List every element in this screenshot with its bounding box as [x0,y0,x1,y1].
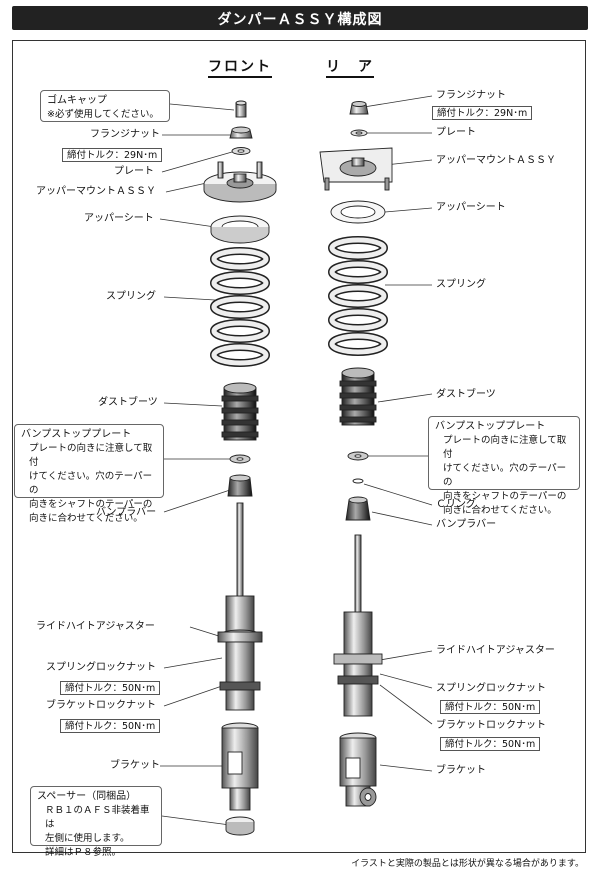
rear-note-bump-stop-plate: バンプストッププレート プレートの向きに注意して取付 けてください。穴のテーパー… [428,416,580,516]
note-body: ＲＢ１のＡＦＳ非装着車は 左側に使用します。 詳細はＰ８参照。 [45,805,150,858]
rear-spring-lock-torque: 締付トルク：50N･m [440,700,541,714]
rear-dust-boots-label: ダストブーツ [436,389,496,400]
note-body: ※必ず使用してください。 [47,109,159,120]
front-upper-seat-label: アッパーシート [84,213,154,224]
rear-bracket-label: ブラケット [436,765,486,776]
front-note-rubber-cap: ゴムキャップ ※必ず使用してください。 [40,90,170,122]
rear-plate-label: プレート [436,127,476,138]
front-bracket-lock-nut-label: ブラケットロックナット [46,700,156,711]
rear-flange-nut-label: フランジナット [436,90,506,101]
front-flange-torque: 締付トルク：29N･m [62,148,163,162]
rear-bump-rubber-label: バンプラバー [436,519,497,530]
note-body: プレートの向きに注意して取付 けてください。穴のテーパーの 向きをシャフトのテー… [443,435,567,516]
front-bracket-lock-torque: 締付トルク：50N･m [60,719,161,733]
front-note-spacer: スペーサー（同梱品） ＲＢ１のＡＦＳ非装着車は 左側に使用します。 詳細はＰ８参… [30,786,162,858]
rear-flange-torque: 締付トルク：29N･m [432,106,533,120]
rear-bracket-lock-nut-label: ブラケットロックナット [436,720,546,731]
note-body: プレートの向きに注意して取付 けてください。穴のテーパーの 向きをシャフトのテー… [29,443,153,524]
front-flange-nut-label: フランジナット [90,129,160,140]
rear-c-ring-label: Ｃリング [436,499,476,510]
rear-upper-seat-label: アッパーシート [436,202,506,213]
front-upper-mount-label: アッパーマウントＡＳＳＹ [36,186,156,197]
footer-disclaimer: イラストと実際の製品とは形状が異なる場合があります。 [351,859,584,869]
front-spring-lock-torque: 締付トルク：50N･m [60,681,161,695]
page-title: ダンパーＡＳＳＹ構成図 [217,12,383,28]
note-head: バンプストッププレート [435,421,546,432]
note-head: バンプストッププレート [21,429,132,440]
rear-upper-mount-label: アッパーマウントＡＳＳＹ [436,155,556,166]
rear-ride-height-label: ライドハイトアジャスター [436,645,555,656]
front-plate-label: プレート [114,166,154,177]
front-heading: フロント [208,58,272,78]
front-note-bump-stop-plate: バンプストッププレート プレートの向きに注意して取付 けてください。穴のテーパー… [14,424,164,524]
title-bar: ダンパーＡＳＳＹ構成図 [12,6,588,30]
rear-spring-lock-nut-label: スプリングロックナット [436,683,546,694]
front-bump-rubber-label: バンプラバー [96,507,157,518]
note-head: スペーサー（同梱品） [37,791,137,802]
diagram-frame [12,40,586,853]
front-spring-label: スプリング [106,291,156,302]
note-head: ゴムキャップ [47,95,107,106]
front-dust-boots-label: ダストブーツ [98,397,158,408]
front-ride-height-label: ライドハイトアジャスター [36,621,155,632]
rear-spring-label: スプリング [436,279,486,290]
front-bracket-label: ブラケット [110,760,160,771]
rear-bracket-lock-torque: 締付トルク：50N･m [440,737,541,751]
rear-heading: リ ア [326,58,374,78]
front-spring-lock-nut-label: スプリングロックナット [46,662,156,673]
